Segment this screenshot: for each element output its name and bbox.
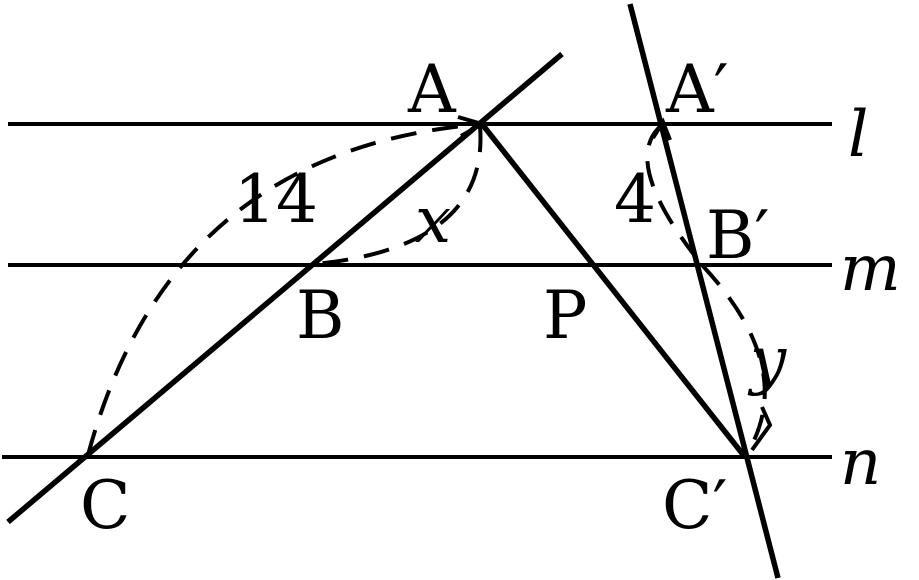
point-label-A-prime: A′ [665,51,729,128]
point-label-C: C [80,467,131,544]
arrowhead-A [457,115,488,138]
measure-label-y: y [747,324,787,398]
arc-x [304,125,483,267]
arc-y [700,263,767,459]
point-label-P: P [543,277,587,354]
measure-label-4: 4 [614,161,656,238]
transversal-A'B'C' [627,3,781,579]
arrowhead-C-prime [750,406,773,452]
arc-14 [86,122,483,456]
arrowhead-A-prime [651,117,672,141]
segment-AC-prime [479,122,748,459]
point-label-C-prime: C′ [662,467,727,544]
measure-label-x: x [415,184,451,258]
point-label-B-prime: B′ [706,197,770,274]
point-label-A: A [407,51,457,128]
line-label-l: l [848,98,868,172]
line-label-n: n [840,426,881,500]
line-label-m: m [840,232,901,306]
measure-label-14: 14 [234,161,318,238]
point-label-B: B [296,277,345,354]
